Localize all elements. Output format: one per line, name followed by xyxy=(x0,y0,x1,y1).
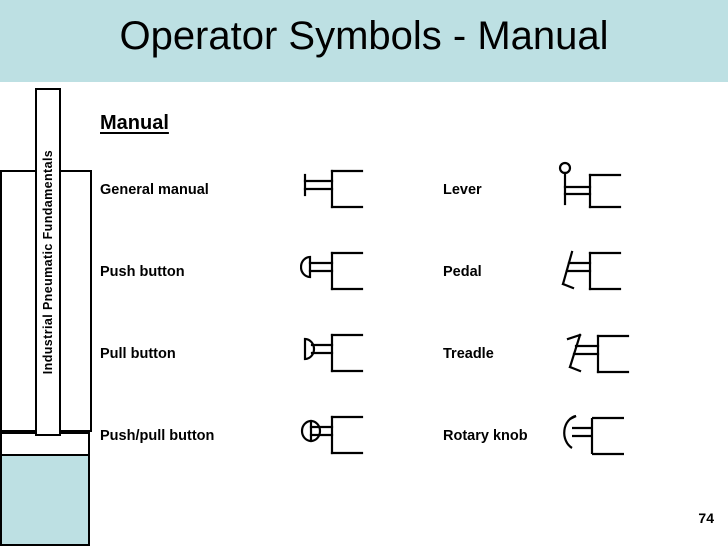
sidebar-inner-bar xyxy=(35,88,61,436)
sidebar-vertical-label: Industrial Pneumatic Fundamentals xyxy=(41,149,55,375)
lever-symbol xyxy=(558,160,628,220)
title-banner xyxy=(0,0,728,82)
sidebar-lower-box xyxy=(0,432,90,456)
symbol-label: Push button xyxy=(100,264,185,280)
push-pull-button-symbol xyxy=(300,411,370,461)
sidebar-accent-block xyxy=(0,456,90,546)
symbol-row: Pull button xyxy=(100,324,440,384)
symbol-row: General manual xyxy=(100,160,440,220)
page-title: Operator Symbols - Manual xyxy=(119,14,609,58)
symbol-row: Pedal xyxy=(443,242,728,302)
pedal-symbol xyxy=(558,244,628,300)
symbol-row: Lever xyxy=(443,160,728,220)
symbol-label: General manual xyxy=(100,182,209,198)
symbol-label: Pull button xyxy=(100,346,176,362)
general-manual-symbol xyxy=(300,165,370,215)
rotary-knob-symbol xyxy=(558,410,636,462)
symbol-row: Push button xyxy=(100,242,440,302)
page-number: 74 xyxy=(698,510,714,526)
push-button-symbol xyxy=(300,247,370,297)
section-heading: Manual xyxy=(100,112,169,134)
symbol-label: Treadle xyxy=(443,346,494,362)
symbol-label: Push/pull button xyxy=(100,428,215,444)
symbol-row: Treadle xyxy=(443,324,728,384)
symbol-row: Rotary knob xyxy=(443,406,728,466)
symbol-label: Pedal xyxy=(443,264,482,280)
symbol-label: Lever xyxy=(443,182,482,198)
symbol-row: Push/pull button xyxy=(100,406,440,466)
sidebar: Industrial Pneumatic Fundamentals xyxy=(0,82,92,546)
treadle-symbol xyxy=(558,326,636,382)
symbol-label: Rotary knob xyxy=(443,428,528,444)
pull-button-symbol xyxy=(300,329,370,379)
